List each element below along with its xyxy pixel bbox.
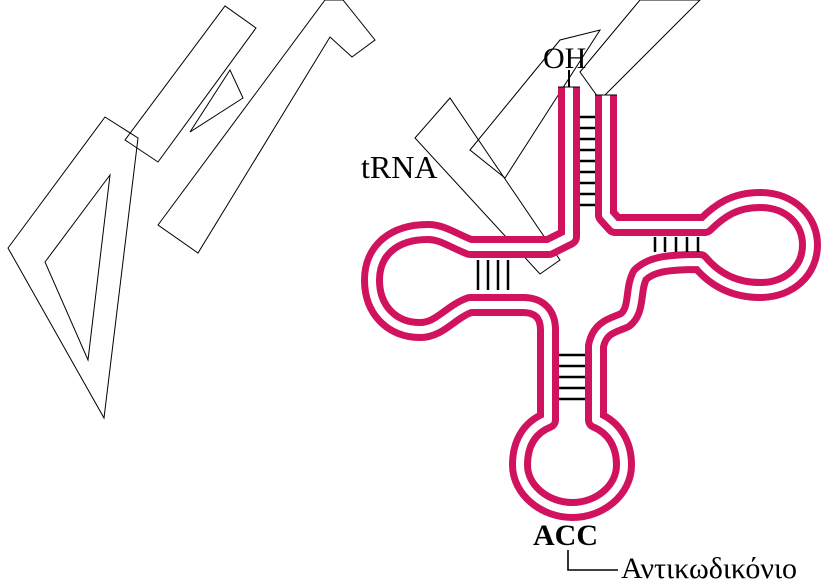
base-pairs [476, 115, 700, 401]
watermark-chi [414, 0, 701, 275]
watermark-delta [7, 116, 139, 420]
watermark-iota [124, 5, 257, 163]
anticodon-term-label: Αντικωδικόνιο [621, 552, 797, 579]
anticodon-stem-pairs [559, 353, 585, 401]
t-arm-pairs [653, 237, 700, 252]
anticodon-triplet: ACC [533, 519, 598, 552]
oh-label: OH [543, 42, 586, 75]
watermark-alpha [157, 0, 376, 254]
d-arm-pairs [476, 260, 510, 290]
trna-label: tRNA [361, 149, 437, 185]
trna-strand-inner [368, 87, 814, 514]
watermark [7, 0, 701, 420]
acceptor-stem-pairs [580, 115, 595, 207]
anticodon-bracket [567, 550, 618, 571]
